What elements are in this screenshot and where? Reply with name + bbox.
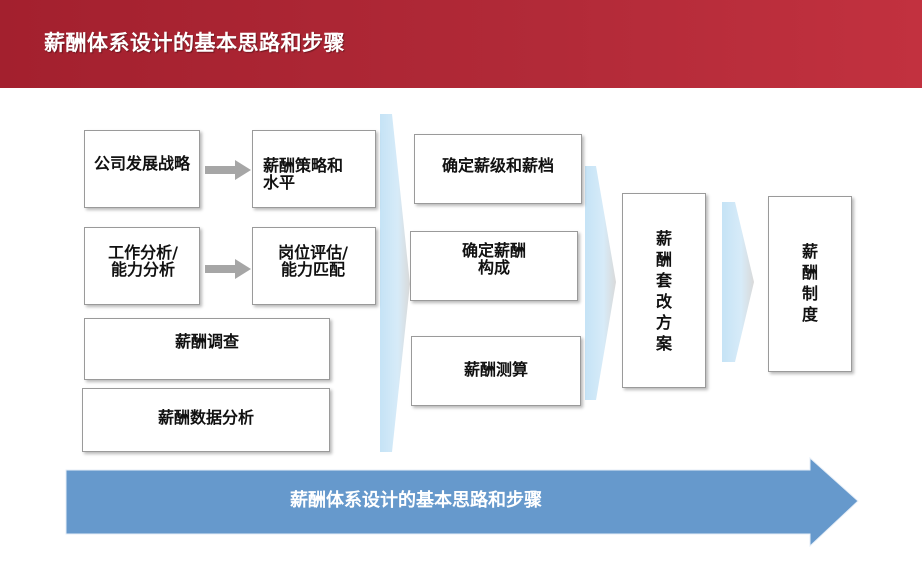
- header-bar: 薪酬体系设计的基本思路和步骤: [0, 0, 922, 88]
- salary-survey-box: 薪酬调查: [84, 318, 330, 380]
- arrow-right-icon: [205, 259, 251, 279]
- chevron-2: [585, 166, 616, 400]
- salary-plan-box: 薪酬套改方案: [622, 193, 706, 388]
- salary-calculation-box: 薪酬测算: [411, 336, 581, 406]
- arrow-right-icon: [205, 160, 251, 180]
- company-strategy-box: 公司发展战略: [84, 130, 200, 208]
- chevron-1: [380, 114, 410, 452]
- chevron-3: [722, 202, 754, 362]
- page-title: 薪酬体系设计的基本思路和步骤: [44, 31, 345, 55]
- determine-structure-box: 确定薪酬构成: [410, 231, 578, 301]
- job-analysis-box: 工作分析/能力分析: [84, 227, 200, 305]
- salary-data-analysis-box: 薪酬数据分析: [82, 388, 330, 452]
- process-arrow-label: 薪酬体系设计的基本思路和步骤: [290, 490, 542, 511]
- salary-system-box: 薪酬制度: [768, 196, 852, 372]
- determine-grades-box: 确定薪级和薪档: [414, 134, 582, 204]
- post-evaluation-box: 岗位评估/能力匹配: [252, 227, 376, 305]
- salary-strategy-box: 薪酬策略和水平: [252, 130, 376, 208]
